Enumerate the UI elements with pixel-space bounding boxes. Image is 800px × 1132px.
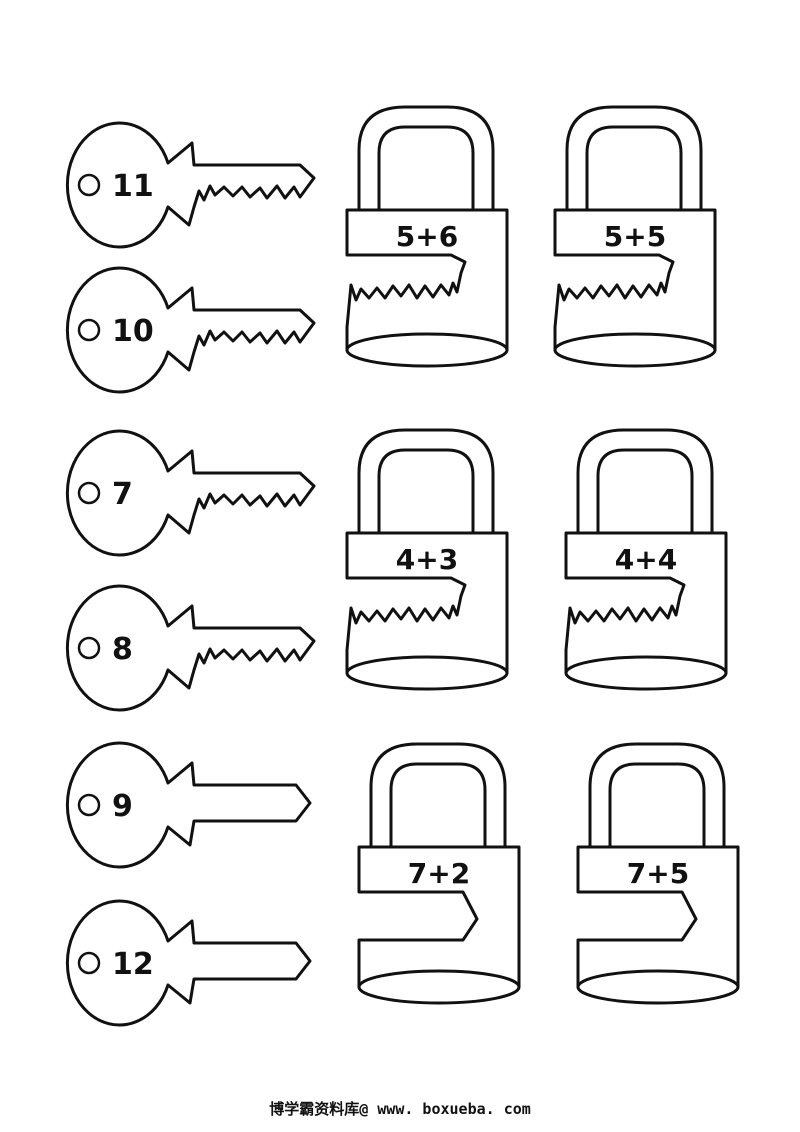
- key-number: 8: [112, 632, 133, 667]
- padlock-base: [564, 655, 728, 691]
- key[interactable]: 8: [65, 584, 316, 712]
- padlock[interactable]: 4+4: [564, 428, 728, 691]
- key-hole-icon: [77, 951, 101, 975]
- padlock[interactable]: 7+2: [357, 742, 521, 1005]
- key-outline: [65, 584, 316, 712]
- padlock-base: [553, 332, 717, 368]
- key-number: 11: [112, 169, 154, 204]
- padlock-body: [564, 531, 728, 675]
- padlock-sum: 5+6: [396, 220, 458, 253]
- key[interactable]: 7: [65, 429, 316, 557]
- padlock[interactable]: 5+5: [553, 105, 717, 368]
- footer-watermark: 博学霸资料库@ www. boxueba. com: [269, 1100, 531, 1118]
- key-hole-icon: [77, 793, 101, 817]
- key-outline: [65, 266, 316, 394]
- padlock-sum: 4+3: [396, 543, 458, 576]
- key-number: 12: [112, 947, 154, 982]
- keys-column: 11 10 7 8 9 12: [65, 121, 316, 1027]
- padlock[interactable]: 7+5: [576, 742, 740, 1005]
- padlock-body: [345, 208, 509, 352]
- key-outline: [65, 741, 312, 869]
- padlock-body: [576, 845, 740, 989]
- padlock-base: [357, 969, 521, 1005]
- padlock-shackle: [357, 428, 495, 545]
- padlock-shackle: [576, 428, 714, 545]
- key-outline: [65, 899, 312, 1027]
- padlock-shackle: [369, 742, 507, 859]
- key-number: 7: [112, 477, 133, 512]
- padlock-sum: 7+5: [627, 857, 689, 890]
- padlock-base: [345, 655, 509, 691]
- padlock[interactable]: 5+6: [345, 105, 509, 368]
- key-outline: [65, 121, 316, 249]
- key-number: 9: [112, 789, 133, 824]
- key[interactable]: 10: [65, 266, 316, 394]
- key-number: 10: [112, 314, 154, 349]
- key-hole-icon: [77, 318, 101, 342]
- padlock-sum: 4+4: [615, 543, 677, 576]
- padlock-base: [576, 969, 740, 1005]
- padlocks-grid: 5+6 5+5 4+3 4+4 7+2 7+5: [345, 105, 740, 1005]
- padlock-shackle: [588, 742, 726, 859]
- padlock-body: [553, 208, 717, 352]
- padlock-base: [345, 332, 509, 368]
- padlock[interactable]: 4+3: [345, 428, 509, 691]
- padlock-sum: 5+5: [604, 220, 666, 253]
- padlock-sum: 7+2: [408, 857, 470, 890]
- padlock-shackle: [565, 105, 703, 222]
- key[interactable]: 11: [65, 121, 316, 249]
- key-hole-icon: [77, 481, 101, 505]
- padlock-body: [357, 845, 521, 989]
- key-hole-icon: [77, 173, 101, 197]
- key-hole-icon: [77, 636, 101, 660]
- padlock-shackle: [357, 105, 495, 222]
- key[interactable]: 12: [65, 899, 312, 1027]
- key[interactable]: 9: [65, 741, 312, 869]
- key-outline: [65, 429, 316, 557]
- padlock-body: [345, 531, 509, 675]
